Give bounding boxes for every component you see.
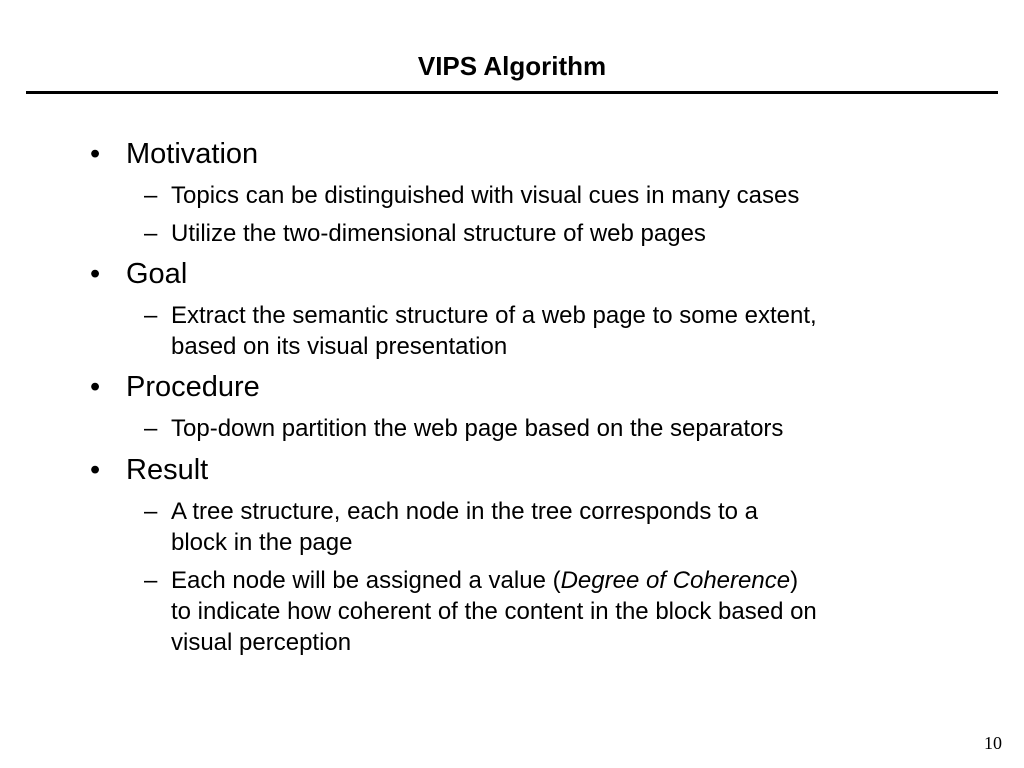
slide-title: VIPS Algorithm (417, 51, 607, 81)
bullet-marker: • (90, 371, 101, 403)
sub-item-text: Each node will be assigned a value (Degr… (171, 565, 798, 596)
sub-item-text: visual perception (171, 629, 352, 656)
bullet-marker: • (90, 258, 101, 290)
title-divider (26, 91, 998, 94)
sub-item-text: Utilize the two-dimensional structure of… (171, 220, 706, 247)
sub-item-text: block in the page (171, 529, 353, 556)
bullet-marker: • (90, 138, 101, 170)
sub-item-text: A tree structure, each node in the tree … (171, 498, 759, 525)
sub-item-text: based on its visual presentation (171, 333, 508, 360)
sub-item-text: Topics can be distinguished with visual … (171, 182, 800, 209)
page-number: 10 (984, 733, 1002, 753)
degree-of-coherence-term: Degree of Coherence (560, 567, 791, 594)
sub-item-text: Extract the semantic structure of a web … (171, 302, 817, 329)
sub-item-text-part: Each node will be assigned a value ( (171, 567, 561, 594)
bullet-marker: • (90, 454, 101, 486)
dash-marker: – (144, 567, 158, 594)
bullet-procedure: Procedure (126, 371, 260, 403)
bullet-result: Result (126, 454, 209, 486)
sub-item-text-part: ) (790, 567, 799, 594)
dash-marker: – (144, 498, 158, 525)
dash-marker: – (144, 220, 158, 247)
dash-marker: – (144, 415, 158, 442)
dash-marker: – (144, 302, 158, 329)
sub-item-text: to indicate how coherent of the content … (171, 598, 817, 625)
dash-marker: – (144, 182, 158, 209)
bullet-goal: Goal (126, 258, 188, 290)
bullet-motivation: Motivation (126, 138, 259, 170)
sub-item-text: Top-down partition the web page based on… (171, 415, 784, 442)
